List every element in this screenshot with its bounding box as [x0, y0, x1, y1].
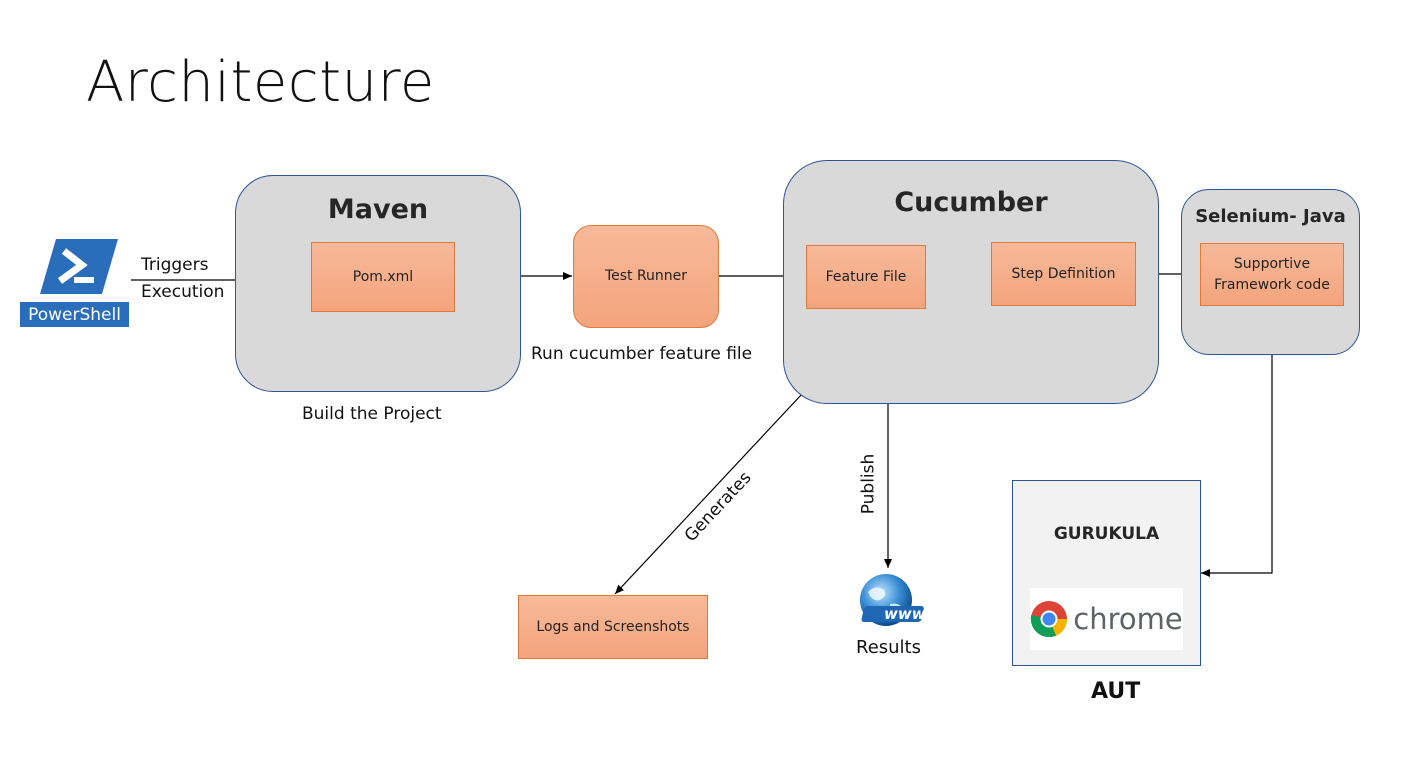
runner-caption: Run cucumber feature file — [531, 344, 753, 364]
test-runner-box: Test Runner — [573, 225, 719, 328]
chrome-logo: chrome — [1030, 588, 1183, 650]
framework-line2: Framework code — [1214, 276, 1330, 293]
aut-caption: AUT — [1091, 679, 1141, 704]
powershell-icon — [20, 239, 129, 327]
step-definition-box: Step Definition — [991, 242, 1136, 306]
triggers-label: Triggers — [141, 255, 209, 275]
cucumber-title: Cucumber — [894, 187, 1048, 218]
generates-label: Generates — [680, 467, 756, 547]
www-text: www — [884, 605, 926, 623]
arrow-cucumber-to-logs — [614, 393, 803, 595]
powershell-logo: PowerShell — [20, 237, 129, 327]
selenium-title: Selenium- Java — [1195, 206, 1346, 227]
framework-box: Supportive Framework code — [1200, 243, 1344, 306]
aut-box: GURUKULA chrome — [1012, 480, 1201, 666]
pom-box: Pom.xml — [311, 242, 455, 312]
execution-label: Execution — [141, 282, 225, 302]
results-icon: www — [854, 570, 934, 632]
aut-app-name: GURUKULA — [1053, 524, 1160, 544]
feature-file-box: Feature File — [806, 245, 926, 309]
chrome-icon — [1031, 601, 1068, 638]
maven-title: Maven — [327, 194, 429, 225]
powershell-label: PowerShell — [28, 304, 121, 325]
page-title: Architecture — [86, 50, 435, 115]
www-globe-icon: www — [860, 574, 926, 626]
framework-line1: Supportive — [1233, 256, 1311, 273]
results-label: Results — [856, 637, 921, 658]
publish-label: Publish — [858, 453, 879, 515]
maven-caption: Build the Project — [302, 404, 442, 424]
logs-box: Logs and Screenshots — [518, 595, 708, 659]
chrome-label: chrome — [1073, 602, 1183, 636]
